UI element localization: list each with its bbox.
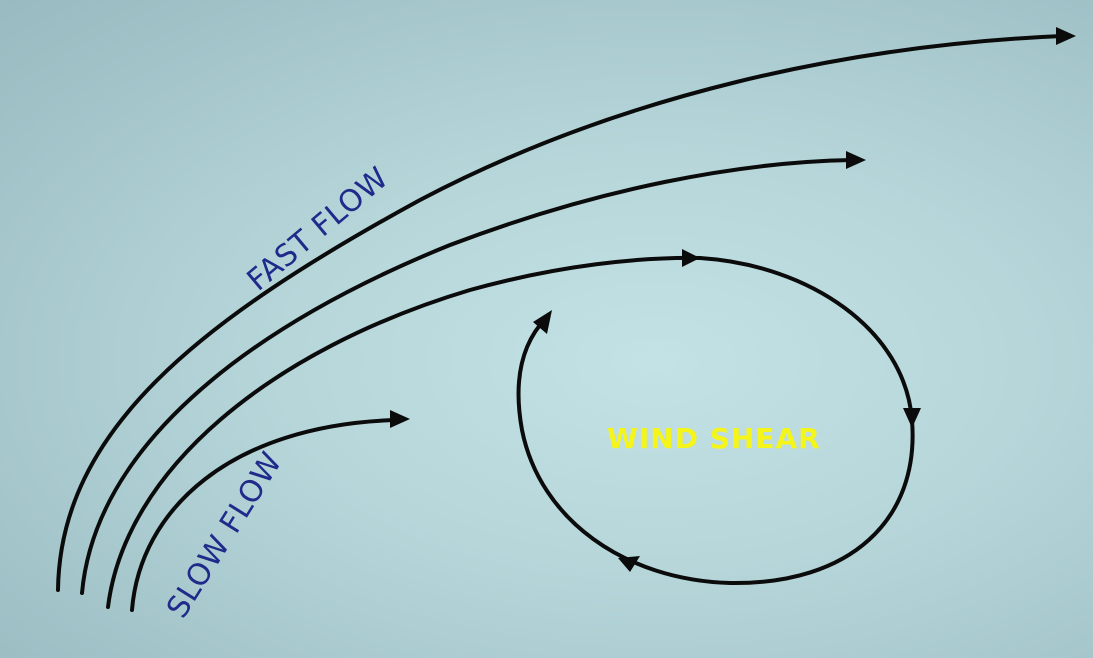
arrow-head-eddy-bottom [618,556,640,572]
streamline-inner [130,418,398,612]
streamline-outer [56,34,1064,592]
arrow-head-inner [390,410,410,428]
arrow-head-third [682,249,700,267]
arrow-head-outer [1056,27,1076,45]
eddy-loop [516,256,915,586]
slow-flow-label: SLOW FLOW [160,446,289,624]
arrow-head-eddy-end [533,310,552,334]
streamline-second [80,158,854,595]
arrow-head-eddy-right [903,408,921,428]
arrow-head-second [846,151,866,169]
streamline-third [106,255,702,609]
wind-shear-label: WIND SHEAR [607,422,821,455]
